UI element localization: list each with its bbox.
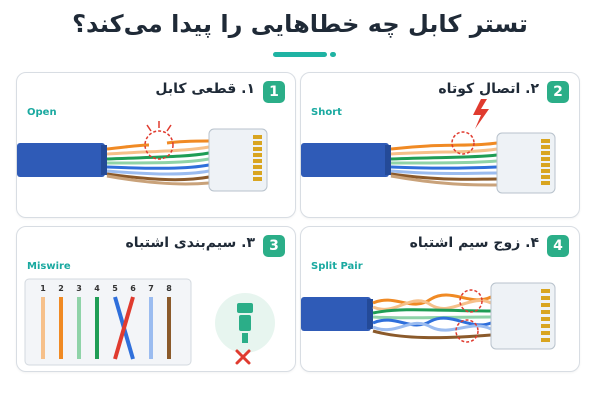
cable-jacket xyxy=(17,143,105,177)
pin-label: 6 xyxy=(130,284,136,293)
plug-icon xyxy=(237,303,253,343)
panel-subtitle: Split Pair xyxy=(311,261,363,272)
miswire-illustration: 1 2 3 4 5 6 7 8 xyxy=(24,278,275,366)
open-circuit-illustration xyxy=(17,121,268,192)
panel-number: 3 xyxy=(263,235,285,257)
panel-open: 1 ۱. قطعی کابل Open xyxy=(16,72,296,218)
fault-marker xyxy=(455,319,479,343)
wires xyxy=(390,141,498,187)
rj45-connector xyxy=(496,132,556,194)
pin-label: 7 xyxy=(148,284,154,293)
error-x-icon xyxy=(235,349,251,365)
panel-miswire: 3 ۳. سیم‌بندی اشتباه Miswire 1 2 3 4 5 6… xyxy=(16,226,296,372)
rj45-connector xyxy=(208,128,268,192)
panel-split-pair: 4 ۴. زوج سیم اشتباه Split Pair xyxy=(300,226,580,372)
split-pair-illustration xyxy=(301,282,556,350)
pin-label: 2 xyxy=(58,284,64,293)
fault-marker xyxy=(451,131,475,155)
title-underline xyxy=(273,52,327,57)
lightning-icon xyxy=(473,99,489,129)
panel-subtitle: Miswire xyxy=(27,261,71,272)
cable-jacket xyxy=(301,143,389,177)
panel-title: ۲. اتصال کوتاه xyxy=(438,81,539,97)
page-title: تستر کابل چه خطاهایی را پیدا می‌کند؟ xyxy=(72,10,528,38)
rj45-connector xyxy=(490,282,556,350)
pin-label: 5 xyxy=(112,284,118,293)
title-underline-dot xyxy=(330,52,336,57)
fault-marker xyxy=(144,130,174,160)
pin-label: 1 xyxy=(40,284,46,293)
panel-title: ۳. سیم‌بندی اشتباه xyxy=(125,235,255,251)
pin-label: 4 xyxy=(94,284,100,293)
cable-jacket xyxy=(301,297,371,331)
fault-marker xyxy=(459,289,483,313)
wire-strands xyxy=(41,296,171,360)
panel-title: ۴. زوج سیم اشتباه xyxy=(409,235,539,251)
twisted-wires xyxy=(372,293,492,340)
wires xyxy=(106,139,210,186)
panel-number: 2 xyxy=(547,81,569,103)
panel-subtitle: Short xyxy=(311,107,342,118)
panel-short: 2 ۲. اتصال کوتاه Short xyxy=(300,72,580,218)
panel-title: ۱. قطعی کابل xyxy=(155,81,255,97)
pin-label: 3 xyxy=(76,284,82,293)
panel-subtitle: Open xyxy=(27,107,57,118)
panel-number: 1 xyxy=(263,81,285,103)
pin-label: 8 xyxy=(166,284,172,293)
short-circuit-illustration xyxy=(301,99,556,194)
panel-number: 4 xyxy=(547,235,569,257)
break-spark xyxy=(146,121,172,132)
